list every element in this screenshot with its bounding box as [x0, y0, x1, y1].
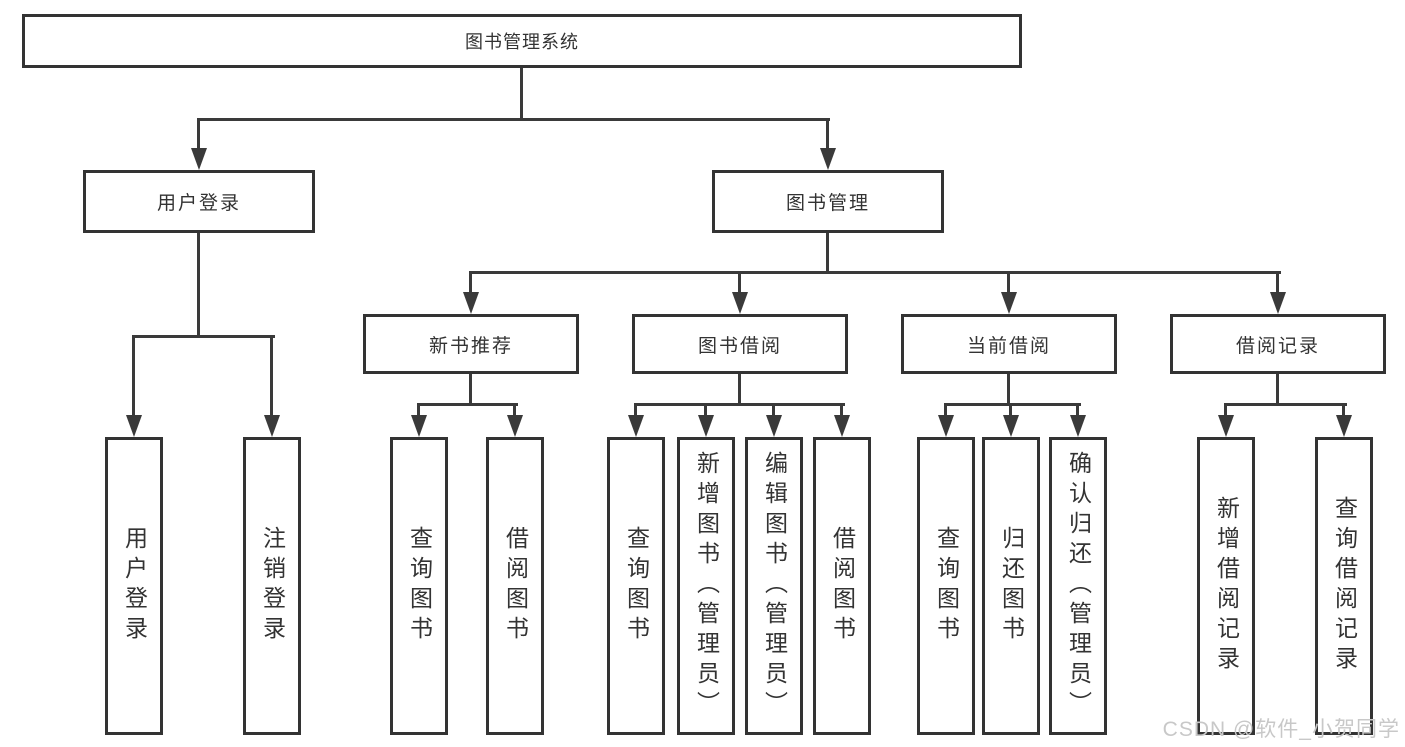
- leaf-add-book-admin: 新增图书（管理员）: [677, 437, 735, 735]
- connector-line: [197, 233, 200, 337]
- leaf-query-books-borrow: 查询图书: [607, 437, 665, 735]
- csdn-watermark: CSDN @软件_小贺同学: [1162, 718, 1400, 741]
- connector-line: [772, 404, 775, 418]
- arrow-down-icon: [411, 415, 427, 437]
- connector-line: [944, 403, 1081, 406]
- connector-line: [1076, 404, 1079, 418]
- leaf-user-login-label: 用户登录: [121, 526, 148, 646]
- connector-line: [1007, 374, 1010, 405]
- node-borrow-records: 借阅记录: [1170, 314, 1386, 374]
- leaf-return-books: 归还图书: [982, 437, 1040, 735]
- connector-line: [132, 336, 135, 419]
- leaf-confirm-return-admin-label: 确认归还（管理员）: [1065, 451, 1092, 721]
- connector-line: [944, 404, 947, 418]
- leaf-logout: 注销登录: [243, 437, 301, 735]
- leaf-borrow-books-recommend-label: 借阅图书: [502, 526, 529, 646]
- arrow-down-icon: [264, 415, 280, 437]
- leaf-query-books-current: 查询图书: [917, 437, 975, 735]
- leaf-borrow-books: 借阅图书: [813, 437, 871, 735]
- node-user-login: 用户登录: [83, 170, 315, 233]
- connector-line: [469, 374, 472, 405]
- leaf-add-borrow-record-label: 新增借阅记录: [1213, 496, 1240, 676]
- arrow-down-icon: [938, 415, 954, 437]
- leaf-query-borrow-record-label: 查询借阅记录: [1331, 496, 1358, 676]
- connector-line: [738, 272, 741, 296]
- leaf-borrow-books-label: 借阅图书: [829, 526, 856, 646]
- leaf-query-books-borrow-label: 查询图书: [623, 526, 650, 646]
- arrow-down-icon: [698, 415, 714, 437]
- arrow-down-icon: [732, 292, 748, 314]
- node-book-borrow-label: 图书借阅: [697, 335, 782, 357]
- leaf-add-borrow-record: 新增借阅记录: [1197, 437, 1255, 735]
- leaf-user-login: 用户登录: [105, 437, 163, 735]
- arrow-down-icon: [1270, 292, 1286, 314]
- connector-line: [1276, 374, 1279, 405]
- arrow-down-icon: [126, 415, 142, 437]
- connector-line: [704, 404, 707, 418]
- connector-line: [1224, 403, 1347, 406]
- node-book-management: 图书管理: [712, 170, 944, 233]
- leaf-query-borrow-record: 查询借阅记录: [1315, 437, 1373, 735]
- connector-line: [132, 335, 275, 338]
- arrow-down-icon: [834, 415, 850, 437]
- arrow-down-icon: [507, 415, 523, 437]
- connector-line: [417, 403, 518, 406]
- node-current-borrow-label: 当前借阅: [966, 335, 1051, 357]
- arrow-down-icon: [1218, 415, 1234, 437]
- leaf-borrow-books-recommend: 借阅图书: [486, 437, 544, 735]
- leaf-confirm-return-admin: 确认归还（管理员）: [1049, 437, 1107, 735]
- connector-line: [1342, 404, 1345, 418]
- connector-line: [840, 404, 843, 418]
- arrow-down-icon: [463, 292, 479, 314]
- leaf-edit-book-admin-label: 编辑图书（管理员）: [761, 451, 788, 721]
- arrow-down-icon: [628, 415, 644, 437]
- arrow-down-icon: [1001, 292, 1017, 314]
- connector-line: [270, 336, 273, 419]
- arrow-down-icon: [820, 148, 836, 170]
- node-borrow-records-label: 借阅记录: [1235, 335, 1320, 357]
- connector-line: [1276, 272, 1279, 296]
- node-new-book-recommend-label: 新书推荐: [428, 335, 513, 357]
- arrow-down-icon: [1070, 415, 1086, 437]
- leaf-add-book-admin-label: 新增图书（管理员）: [693, 451, 720, 721]
- node-current-borrow: 当前借阅: [901, 314, 1117, 374]
- connector-line: [826, 119, 829, 152]
- connector-line: [469, 272, 472, 296]
- node-book-borrow: 图书借阅: [632, 314, 848, 374]
- node-user-login-label: 用户登录: [156, 193, 241, 214]
- arrow-down-icon: [1003, 415, 1019, 437]
- connector-line: [417, 404, 420, 418]
- leaf-query-books-recommend: 查询图书: [390, 437, 448, 735]
- connector-line: [1009, 404, 1012, 418]
- connector-line: [520, 68, 523, 120]
- connector-line: [634, 404, 637, 418]
- arrow-down-icon: [191, 148, 207, 170]
- connector-line: [469, 271, 1281, 274]
- node-root-label: 图书管理系统: [465, 32, 579, 52]
- leaf-logout-label: 注销登录: [259, 526, 286, 646]
- leaf-query-books-current-label: 查询图书: [933, 526, 960, 646]
- arrow-down-icon: [766, 415, 782, 437]
- node-book-management-label: 图书管理: [785, 193, 870, 214]
- leaf-edit-book-admin: 编辑图书（管理员）: [745, 437, 803, 735]
- connector-line: [513, 404, 516, 418]
- connector-line: [634, 403, 845, 406]
- node-root: 图书管理系统: [22, 14, 1022, 68]
- leaf-query-books-recommend-label: 查询图书: [406, 526, 433, 646]
- connector-line: [197, 118, 830, 121]
- connector-line: [197, 119, 200, 152]
- node-new-book-recommend: 新书推荐: [363, 314, 579, 374]
- connector-line: [1007, 272, 1010, 296]
- connector-line: [738, 374, 741, 405]
- connector-line: [826, 233, 829, 273]
- arrow-down-icon: [1336, 415, 1352, 437]
- leaf-return-books-label: 归还图书: [998, 526, 1025, 646]
- connector-line: [1224, 404, 1227, 418]
